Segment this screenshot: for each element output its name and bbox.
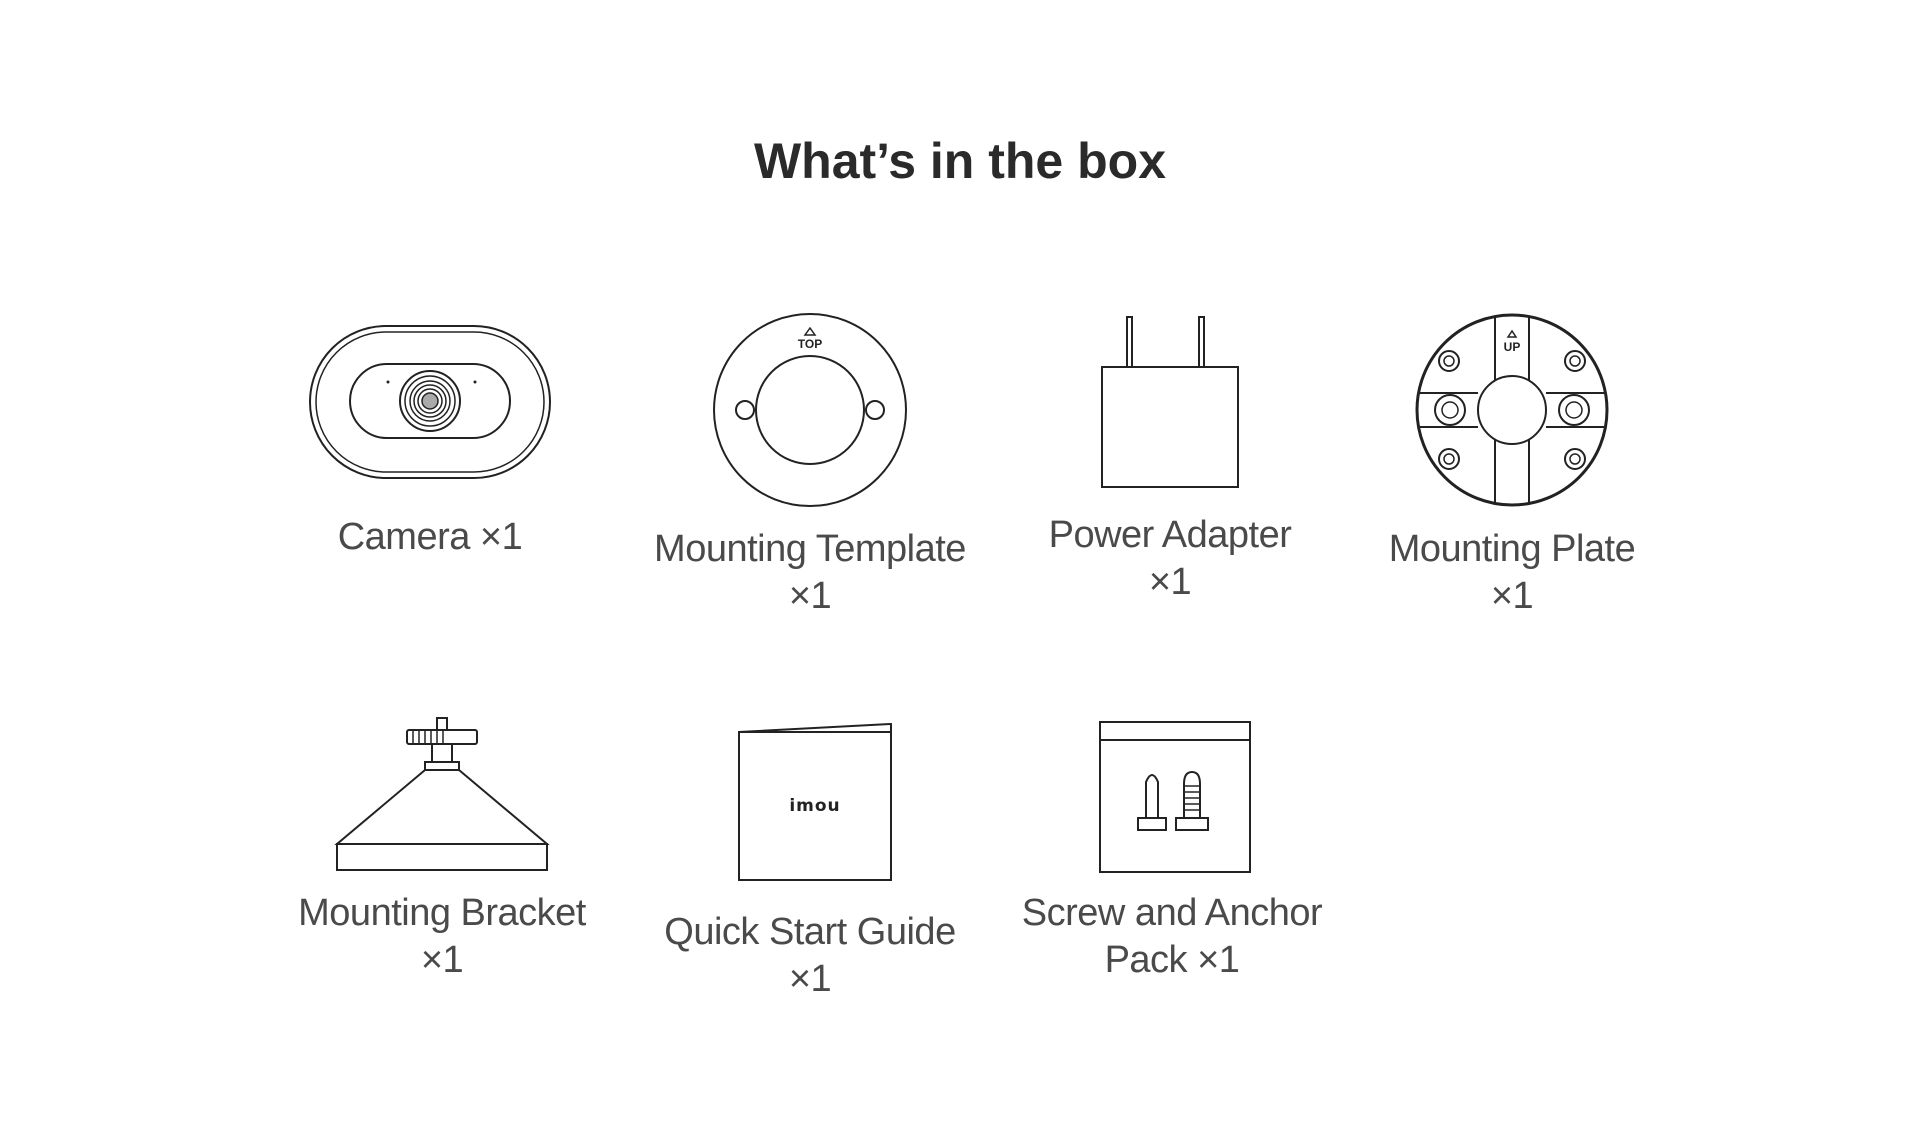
item-quick-start-guide: imou Quick Start Guide ×1 [640,718,980,1003]
item-camera-label: Camera ×1 [337,516,523,558]
item-mounting-bracket: Mounting Bracket ×1 [272,714,612,984]
item-camera: Camera ×1 [260,320,600,561]
item-quick-start-guide-label: Quick Start Guide [664,911,956,953]
screw-and-anchor-pack-icon [1099,721,1251,873]
item-power-adapter-qty: ×1 [1148,561,1192,603]
mounting-bracket-icon [334,717,550,871]
item-quick-start-guide-qty: ×1 [788,958,832,1000]
item-mounting-template-label: Mounting Template [654,528,966,570]
template-top-mark: TOP [798,337,822,351]
item-screw-and-anchor-label: Screw and Anchor [1021,892,1323,934]
camera-icon [308,325,551,479]
power-adapter-icon [1101,316,1239,488]
plate-screw-holes [1434,350,1590,470]
item-power-adapter: Power Adapter ×1 [1000,310,1340,606]
item-mounting-bracket-label: Mounting Bracket [298,892,586,934]
item-mounting-template: TOP Mounting Template ×1 [640,310,980,620]
item-mounting-plate-qty: ×1 [1490,575,1534,617]
item-screw-and-anchor: Screw and Anchor Pack ×1 [1002,718,1342,984]
item-mounting-bracket-qty: ×1 [420,939,464,981]
item-power-adapter-label: Power Adapter [1048,514,1292,556]
page-title: What’s in the box [753,133,1167,189]
guide-brand-logo: imou [789,796,840,816]
item-screw-and-anchor-qty: Pack ×1 [1104,939,1240,981]
mounting-plate-icon: UP [1415,313,1609,507]
plate-up-mark: UP [1504,340,1521,354]
item-mounting-plate: UP Mounting Plate ×1 [1342,310,1682,620]
quick-start-guide-icon: imou [738,722,892,881]
item-mounting-plate-label: Mounting Plate [1388,528,1636,570]
item-mounting-template-qty: ×1 [788,575,832,617]
mounting-template-icon: TOP [713,313,907,507]
